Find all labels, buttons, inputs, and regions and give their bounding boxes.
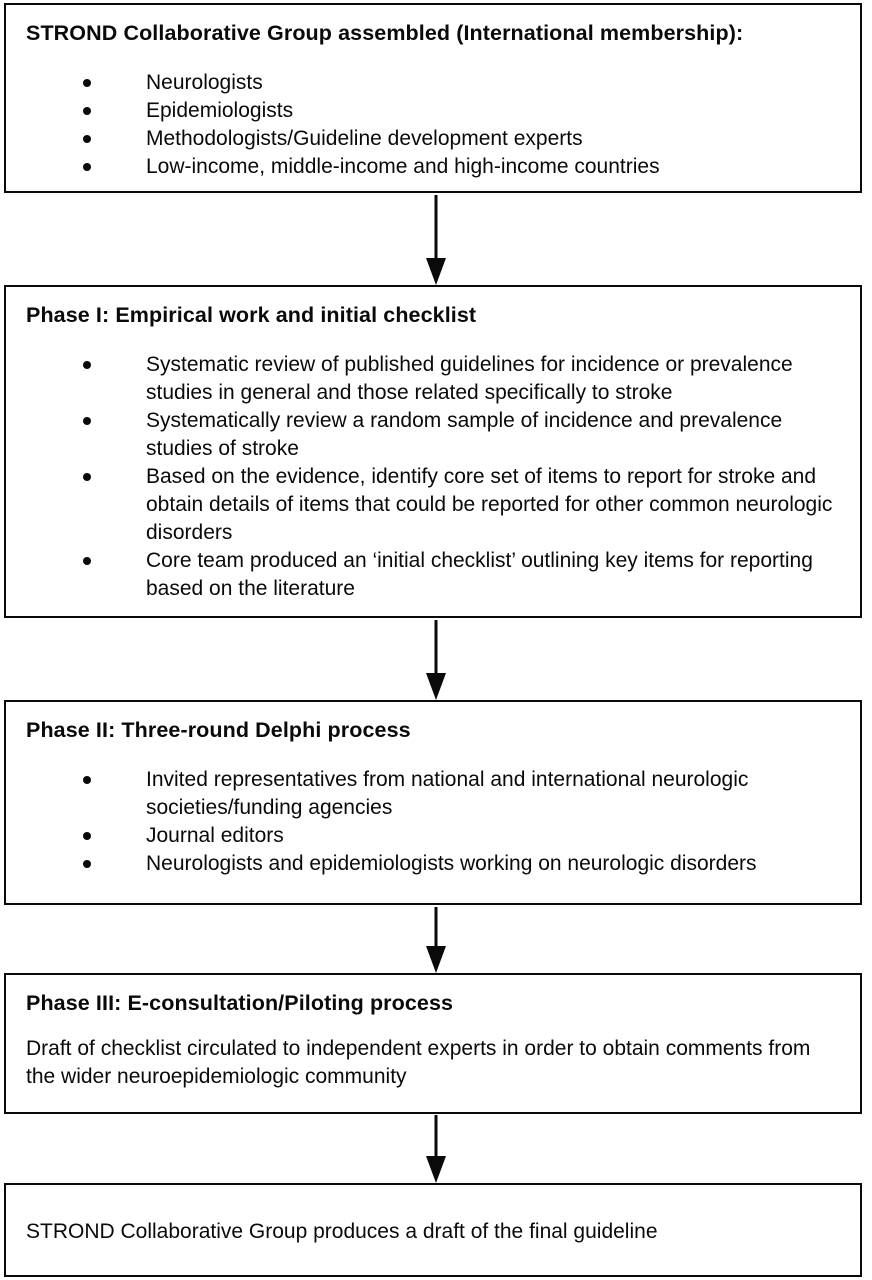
bullet-item: Neurologists and epidemiologists working… [26,850,840,878]
bullet-item: Based on the evidence, identify core set… [26,463,840,547]
down-arrow-icon [426,620,446,700]
bullet-item: Journal editors [26,822,840,850]
box-title: Phase II: Three-round Delphi process [26,718,411,742]
bullet-item: Core team produced an ‘initial checklist… [26,547,840,603]
down-arrow-icon [426,907,446,973]
down-arrow-icon [426,195,446,285]
bullet-list: Neurologists Epidemiologists Methodologi… [26,69,840,181]
bullet-item: Invited representatives from national an… [26,766,840,822]
bullet-item: Methodologists/Guideline development exp… [26,125,840,153]
flow-box-phase-3: Phase III: E-consultation/Piloting proce… [4,973,862,1114]
box-paragraph: Draft of checklist circulated to indepen… [26,1037,811,1088]
down-arrow-icon [426,1115,446,1183]
bullet-list: Invited representatives from national an… [26,766,840,878]
bullet-item: Systematic review of published guideline… [26,351,840,407]
flow-box-strond-group-assembled: STROND Collaborative Group assembled (In… [4,3,862,193]
flow-box-phase-1: Phase I: Empirical work and initial chec… [4,285,862,618]
box-title: STROND Collaborative Group assembled (In… [26,21,744,45]
bullet-list: Systematic review of published guideline… [26,351,840,603]
box-title: Phase I: Empirical work and initial chec… [26,303,477,327]
bullet-item: Low-income, middle-income and high-incom… [26,153,840,181]
bullet-item: Systematically review a random sample of… [26,407,840,463]
box-text: STROND Collaborative Group produces a dr… [26,1220,658,1243]
flow-box-phase-2: Phase II: Three-round Delphi process Inv… [4,700,862,905]
bullet-item: Epidemiologists [26,97,840,125]
bullet-item: Neurologists [26,69,840,97]
box-title: Phase III: E-consultation/Piloting proce… [26,991,454,1015]
flow-box-final-guideline: STROND Collaborative Group produces a dr… [4,1183,862,1277]
